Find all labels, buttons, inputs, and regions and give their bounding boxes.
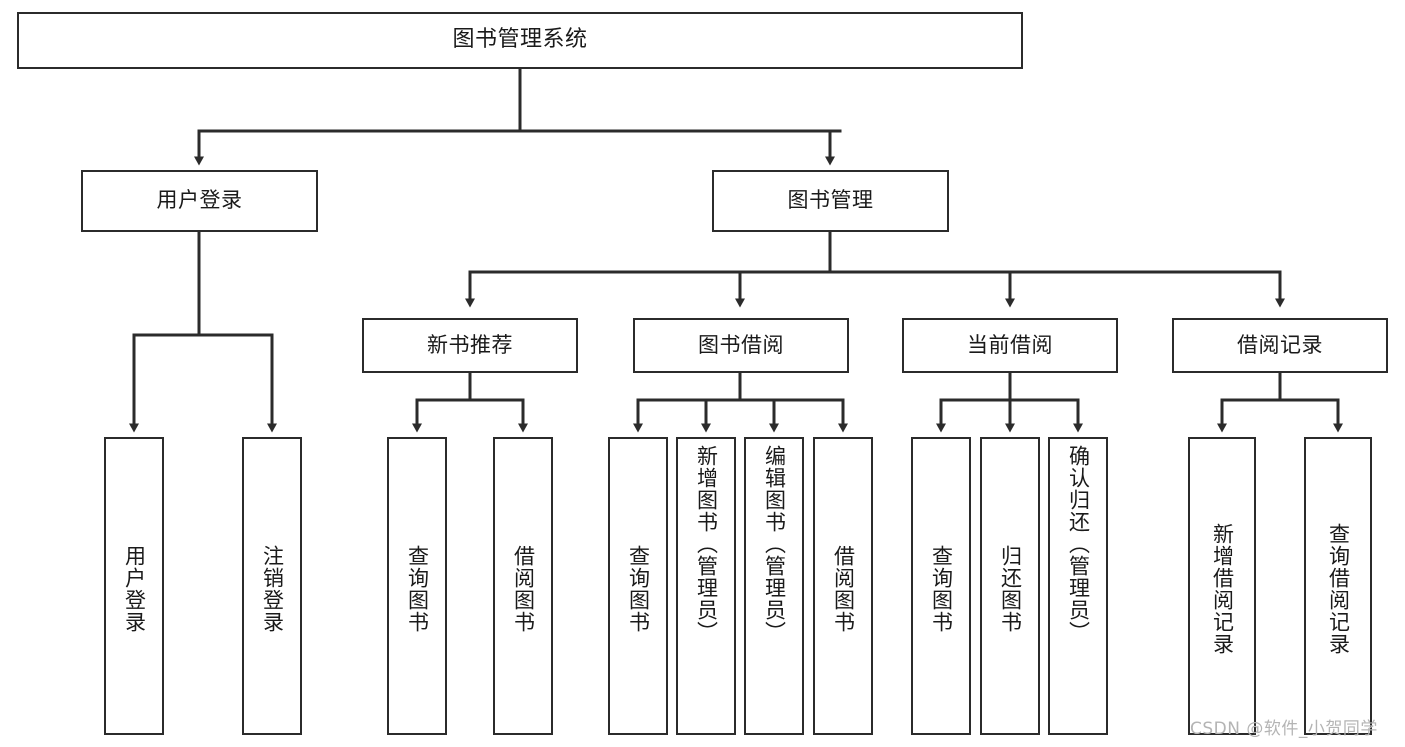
csdn-watermark: CSDN @软件_小贺同学 — [1190, 719, 1378, 739]
node-leaf-query-book-2-label: 查询图书 — [626, 545, 651, 633]
node-leaf-query-book-1-label: 查询图书 — [405, 545, 430, 633]
node-leaf-borrow-book-2-label: 借阅图书 — [831, 545, 856, 633]
node-new-book-recommend[interactable]: 新书推荐 — [362, 318, 578, 373]
node-leaf-query-book-3-label: 查询图书 — [929, 545, 954, 633]
node-root-label: 图书管理系统 — [452, 27, 588, 53]
node-leaf-query-borrow-record-label: 查询借阅记录 — [1326, 523, 1351, 655]
node-leaf-return-book-label: 归还图书 — [998, 545, 1023, 633]
node-leaf-edit-book[interactable]: 编辑图书（管理员） — [744, 437, 804, 735]
node-book-management-label: 图书管理 — [787, 188, 874, 213]
node-leaf-logout-label: 注销登录 — [260, 545, 285, 633]
node-leaf-return-book[interactable]: 归还图书 — [980, 437, 1040, 735]
node-book-management[interactable]: 图书管理 — [712, 170, 949, 232]
node-leaf-logout[interactable]: 注销登录 — [242, 437, 302, 735]
node-root-book-management-system[interactable]: 图书管理系统 — [17, 12, 1023, 69]
node-new-book-recommend-label: 新书推荐 — [427, 332, 513, 357]
node-leaf-add-book-label: 新增图书（管理员） — [694, 445, 719, 643]
node-leaf-borrow-book-1-label: 借阅图书 — [511, 545, 536, 633]
node-book-borrow[interactable]: 图书借阅 — [633, 318, 849, 373]
node-borrow-record-label: 借阅记录 — [1237, 332, 1323, 357]
node-leaf-borrow-book-2[interactable]: 借阅图书 — [813, 437, 873, 735]
node-leaf-add-book[interactable]: 新增图书（管理员） — [676, 437, 736, 735]
node-leaf-user-login[interactable]: 用户登录 — [104, 437, 164, 735]
node-current-borrow-label: 当前借阅 — [967, 332, 1053, 357]
node-leaf-query-book-1[interactable]: 查询图书 — [387, 437, 447, 735]
node-leaf-confirm-return-label: 确认归还（管理员） — [1066, 445, 1091, 643]
node-leaf-query-borrow-record[interactable]: 查询借阅记录 — [1304, 437, 1372, 735]
node-leaf-borrow-book-1[interactable]: 借阅图书 — [493, 437, 553, 735]
node-user-login[interactable]: 用户登录 — [81, 170, 318, 232]
node-user-login-label: 用户登录 — [156, 188, 243, 213]
node-leaf-query-book-2[interactable]: 查询图书 — [608, 437, 668, 735]
node-leaf-confirm-return[interactable]: 确认归还（管理员） — [1048, 437, 1108, 735]
node-leaf-add-borrow-record[interactable]: 新增借阅记录 — [1188, 437, 1256, 735]
node-borrow-record[interactable]: 借阅记录 — [1172, 318, 1388, 373]
node-leaf-edit-book-label: 编辑图书（管理员） — [762, 445, 787, 643]
node-leaf-query-book-3[interactable]: 查询图书 — [911, 437, 971, 735]
node-leaf-user-login-label: 用户登录 — [122, 545, 147, 633]
node-current-borrow[interactable]: 当前借阅 — [902, 318, 1118, 373]
node-book-borrow-label: 图书借阅 — [698, 332, 784, 357]
node-leaf-add-borrow-record-label: 新增借阅记录 — [1210, 523, 1235, 655]
